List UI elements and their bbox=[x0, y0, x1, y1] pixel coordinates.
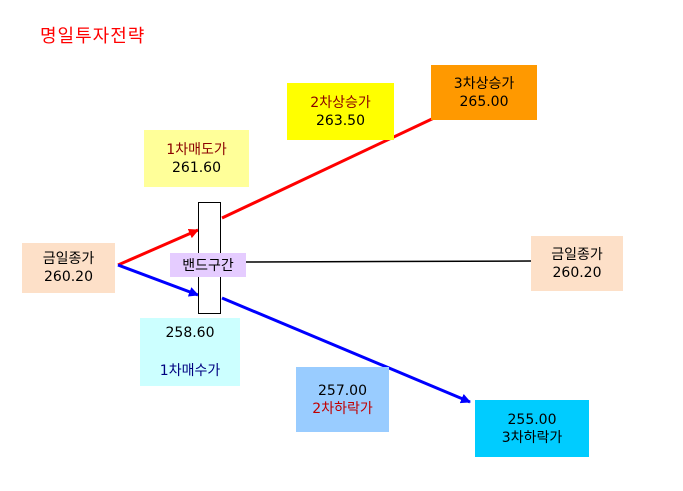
rise-3-box: 3차상승가 265.00 bbox=[431, 65, 537, 120]
up-arrow-line bbox=[117, 228, 199, 267]
rise-2-box: 2차상승가 263.50 bbox=[287, 83, 394, 140]
rise-3-value: 265.00 bbox=[459, 93, 509, 110]
sell-1-box: 1차매도가 261.60 bbox=[144, 130, 249, 187]
buy-1-label: 1차매수가 bbox=[159, 363, 221, 379]
fall-3-box: 255.00 3차하락가 bbox=[475, 400, 589, 457]
down-arrow-line bbox=[117, 263, 199, 297]
today-close-right-label: 금일종가 bbox=[551, 246, 603, 263]
band-range-label: 밴드구간 bbox=[170, 253, 246, 277]
today-close-left-box: 금일종가 260.20 bbox=[22, 243, 115, 293]
flat-line bbox=[245, 260, 532, 263]
today-close-right-value: 260.20 bbox=[552, 264, 602, 281]
sell-1-label: 1차매도가 bbox=[166, 141, 227, 158]
fall-3-label: 3차하락가 bbox=[501, 429, 563, 446]
up-trend-line bbox=[221, 116, 435, 220]
fall-2-box: 257.00 2차하락가 bbox=[296, 367, 389, 432]
down-trend-line bbox=[221, 296, 471, 404]
buy-1-value: 258.60 bbox=[165, 325, 215, 341]
buy-1-box: 258.60 1차매수가 bbox=[140, 318, 240, 386]
rise-2-label: 2차상승가 bbox=[310, 94, 371, 111]
rise-3-label: 3차상승가 bbox=[453, 75, 515, 92]
sell-1-value: 261.60 bbox=[172, 159, 221, 176]
fall-2-value: 257.00 bbox=[318, 382, 367, 399]
rise-2-value: 263.50 bbox=[316, 112, 365, 129]
page-title: 명일투자전략 bbox=[40, 26, 146, 47]
today-close-left-value: 260.20 bbox=[44, 269, 93, 285]
today-close-right-box: 금일종가 260.20 bbox=[531, 236, 623, 291]
fall-3-value: 255.00 bbox=[507, 411, 557, 428]
fall-2-label: 2차하락가 bbox=[312, 400, 373, 417]
today-close-left-label: 금일종가 bbox=[42, 251, 95, 267]
